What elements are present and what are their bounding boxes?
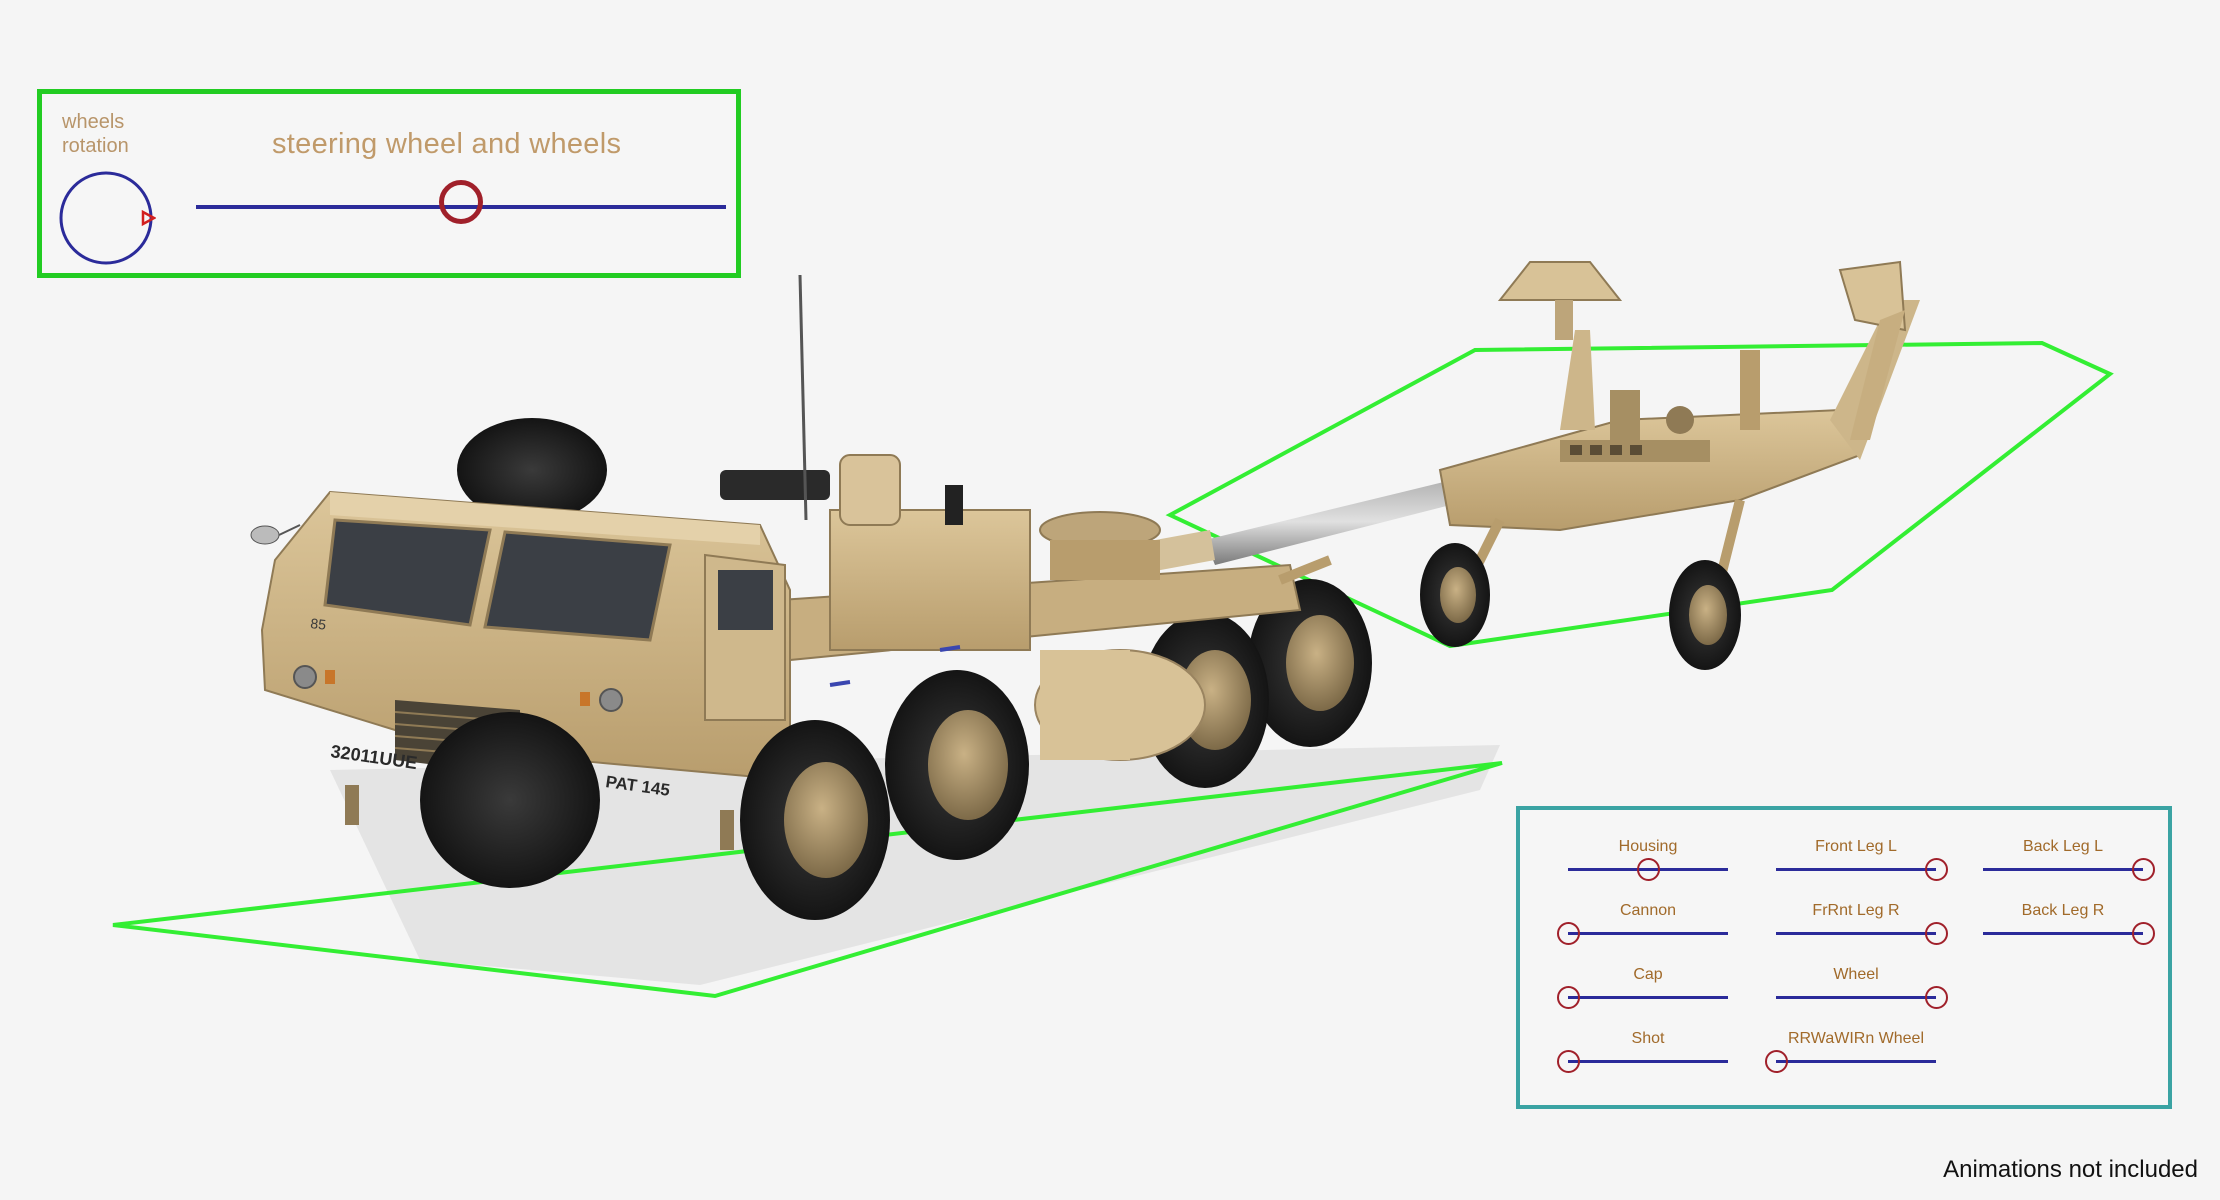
control-slider[interactable] — [1557, 986, 1728, 1009]
control-slider[interactable] — [1557, 1050, 1728, 1073]
howitzer-wheel-left — [1420, 543, 1490, 647]
spade-right — [1838, 260, 1907, 332]
control-label: Housing — [1618, 838, 1678, 855]
rotation-handle-icon — [141, 209, 156, 227]
headlight-left — [293, 665, 317, 689]
control-slider[interactable] — [1776, 858, 1948, 881]
ground-shadow — [330, 745, 1500, 985]
howitzer-barrel — [1205, 478, 1470, 565]
control-slider[interactable] — [1776, 922, 1948, 945]
control-slider[interactable] — [1568, 858, 1728, 881]
equipment-box — [829, 509, 1031, 651]
control-slider[interactable] — [1765, 1050, 1936, 1073]
trail-leg-left — [1560, 330, 1595, 430]
animations-note: Animations not included — [1943, 1156, 2198, 1183]
steering-control-panel: wheels rotation steering wheel and wheel… — [37, 89, 741, 278]
control-slider-handle[interactable] — [1765, 1050, 1788, 1073]
control-label: Back Leg L — [2022, 838, 2104, 855]
control-slider-handle[interactable] — [1925, 858, 1948, 881]
control-slider-handle[interactable] — [2132, 858, 2155, 881]
spare-tire — [457, 418, 607, 522]
truck-wheel-front — [420, 712, 600, 888]
wheels-rotation-label: wheels rotation — [62, 111, 129, 157]
control-slider[interactable] — [1776, 986, 1948, 1009]
control-slider-handle[interactable] — [1557, 986, 1580, 1009]
air-cleaner — [839, 454, 901, 526]
steering-slider[interactable] — [196, 180, 726, 224]
control-label: Wheel — [1833, 966, 1879, 983]
windshield-left — [323, 518, 492, 627]
control-label: Cap — [1633, 966, 1663, 983]
control-slider-handle[interactable] — [1925, 922, 1948, 945]
truck-wheel-mid-1 — [740, 720, 890, 920]
side-mirror — [250, 525, 280, 545]
control-label: Front Leg L — [1815, 838, 1897, 855]
windshield-right — [483, 530, 672, 642]
control-slider-handle[interactable] — [1637, 858, 1660, 881]
truck-wheel-rear-2 — [1248, 579, 1372, 747]
truck-wheel-mid-2 — [885, 670, 1029, 860]
control-label: FrRnt Leg R — [1812, 902, 1900, 919]
control-slider-handle[interactable] — [1557, 1050, 1580, 1073]
control-label: Back Leg R — [2021, 902, 2105, 919]
control-slider-handle[interactable] — [1557, 922, 1580, 945]
control-slider[interactable] — [1983, 922, 2155, 945]
spade-left — [1497, 261, 1623, 301]
control-label: RRWaWIRn Wheel — [1787, 1030, 1925, 1047]
truck-model: 85 32011UUE PAT 145 — [250, 274, 1372, 920]
tow-bar — [1278, 555, 1332, 585]
control-slider-handle[interactable] — [2132, 922, 2155, 945]
control-slider-handle[interactable] — [1925, 986, 1948, 1009]
control-slider[interactable] — [1983, 858, 2155, 881]
steering-slider-handle[interactable] — [439, 180, 483, 224]
cab-number: 85 — [310, 615, 327, 633]
control-label: Cannon — [1619, 902, 1677, 919]
steering-title: steering wheel and wheels — [272, 128, 622, 160]
controls-panel: Housing Front Leg L Back Leg L Cannon FrRnt … — [1516, 806, 2172, 1109]
control-slider[interactable] — [1557, 922, 1728, 945]
wheels-rotation-dial[interactable] — [56, 168, 156, 268]
headlight-right — [599, 688, 623, 712]
howitzer-carriage — [1438, 408, 1862, 532]
antenna — [798, 274, 808, 521]
control-label: Shot — [1631, 1030, 1665, 1047]
howitzer-wheel-right — [1669, 560, 1741, 670]
